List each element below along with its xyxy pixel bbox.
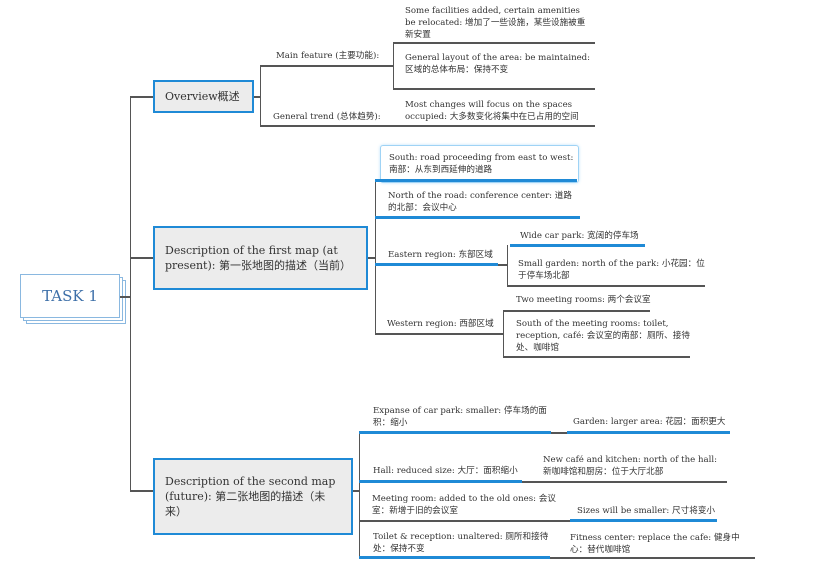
connector	[567, 431, 730, 434]
second-map-right-item[interactable]: Fitness center: replace the cafe: 健身中心：替…	[570, 533, 740, 555]
western-item[interactable]: Two meeting rooms: 两个会议室	[516, 295, 651, 305]
general-trend-item[interactable]: Most changes will focus on the spaces oc…	[405, 100, 579, 122]
second-map-left-item[interactable]: Hall: reduced size: 大厅：面积缩小	[373, 466, 518, 476]
connector	[130, 257, 153, 259]
root-label: TASK 1	[42, 287, 98, 305]
first-map-label: Description of the first map (at present…	[165, 244, 351, 272]
second-map-label: Description of the second map (future): …	[165, 475, 336, 518]
connector	[522, 481, 538, 483]
connector	[393, 42, 395, 88]
connector	[130, 96, 153, 98]
south-item[interactable]: South: road proceeding from east to west…	[389, 153, 574, 175]
connector	[375, 179, 577, 182]
connector	[254, 96, 260, 98]
connector	[359, 480, 522, 483]
connector	[510, 244, 645, 247]
second-map-left-item[interactable]: Expanse of car park: smaller: 停车场的面积：缩小	[373, 406, 547, 428]
connector	[120, 296, 130, 298]
connector	[570, 519, 717, 522]
selection-highlight	[380, 145, 579, 183]
first-map-node[interactable]: Description of the first map (at present…	[153, 226, 368, 290]
connector	[551, 432, 567, 434]
connector	[550, 557, 565, 559]
connector	[565, 557, 755, 559]
eastern-item[interactable]: Wide car park: 宽阔的停车场	[520, 231, 639, 241]
overview-node[interactable]: Overview概述	[153, 80, 254, 113]
eastern-region[interactable]: Eastern region: 东部区域	[388, 250, 493, 260]
connector	[260, 125, 393, 127]
main-feature-item[interactable]: Some facilities added, certain amenities…	[405, 6, 586, 40]
western-region[interactable]: Western region: 西部区域	[387, 319, 494, 329]
connector	[359, 556, 550, 559]
connector	[393, 88, 595, 90]
connector	[353, 490, 359, 492]
connector	[375, 333, 503, 335]
connector	[503, 356, 690, 358]
second-map-right-item[interactable]: Garden: larger area: 花园：面积更大	[573, 417, 726, 427]
connector	[359, 432, 361, 558]
connector	[130, 490, 153, 492]
connector	[503, 310, 505, 357]
connector	[260, 65, 393, 67]
western-item[interactable]: South of the meeting rooms: toilet, rece…	[516, 319, 690, 353]
overview-label: Overview概述	[165, 90, 240, 103]
connector	[503, 310, 650, 312]
connector	[375, 216, 580, 219]
second-map-right-item[interactable]: New café and kitchen: north of the hall:…	[543, 455, 718, 477]
north-item[interactable]: North of the road: conference center: 道路…	[388, 191, 572, 213]
second-map-left-item[interactable]: Meeting room: added to the old ones: 会议室…	[372, 494, 556, 516]
main-feature-label[interactable]: Main feature (主要功能):	[276, 51, 380, 61]
eastern-item[interactable]: Small garden: north of the park: 小花园：位于停…	[518, 259, 705, 281]
connector	[507, 245, 509, 286]
connector	[368, 257, 375, 259]
second-map-left-item[interactable]: Toilet & reception: unaltered: 厕所和接待处：保持…	[373, 532, 549, 554]
connector	[375, 180, 377, 334]
connector	[130, 96, 132, 491]
second-map-right-item[interactable]: Sizes will be smaller: 尺寸将变小	[577, 506, 716, 516]
connector	[393, 42, 595, 44]
main-feature-item[interactable]: General layout of the area: be maintaine…	[405, 53, 591, 75]
connector	[393, 125, 595, 127]
connector	[498, 264, 507, 266]
second-map-node[interactable]: Description of the second map (future): …	[153, 458, 353, 535]
root-node[interactable]: TASK 1	[20, 274, 120, 318]
connector	[507, 285, 705, 287]
general-trend-label[interactable]: General trend (总体趋势):	[273, 112, 381, 122]
connector	[260, 65, 262, 126]
connector	[359, 431, 551, 434]
connector	[538, 481, 727, 483]
connector	[375, 263, 498, 266]
connector	[359, 520, 570, 522]
